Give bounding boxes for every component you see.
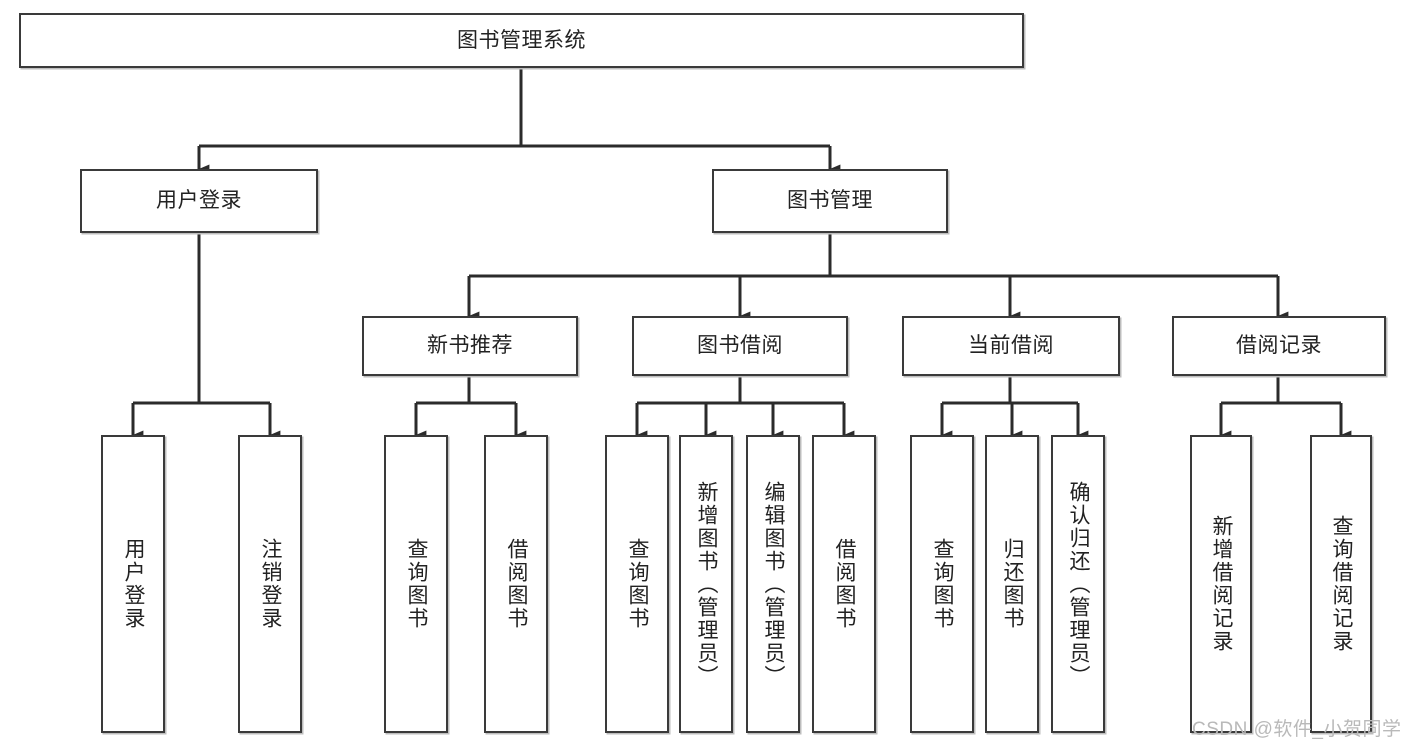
node-new-book-rec[interactable]: 新书推荐 — [362, 316, 578, 376]
node-label: 借阅图书 — [833, 538, 857, 630]
node-label: 图书管理系统 — [457, 28, 586, 52]
node-leaf-query-book-1[interactable]: 查询图书 — [384, 435, 448, 733]
node-label: 注销登录 — [259, 538, 283, 630]
node-leaf-return-book[interactable]: 归还图书 — [985, 435, 1039, 733]
node-current-borrow[interactable]: 当前借阅 — [902, 316, 1120, 376]
node-user-login[interactable]: 用户登录 — [80, 169, 318, 233]
node-leaf-query-book-3[interactable]: 查询图书 — [910, 435, 974, 733]
node-label: 查询图书 — [626, 538, 650, 630]
node-leaf-user-login[interactable]: 用户登录 — [101, 435, 165, 733]
node-book-manage[interactable]: 图书管理 — [712, 169, 948, 233]
node-leaf-borrow-book-2[interactable]: 借阅图书 — [812, 435, 876, 733]
node-root[interactable]: 图书管理系统 — [19, 13, 1024, 68]
node-label: 图书借阅 — [697, 334, 783, 358]
node-leaf-add-book[interactable]: 新增图书（管理员） — [679, 435, 733, 733]
node-leaf-query-book-2[interactable]: 查询图书 — [605, 435, 669, 733]
node-label: 查询图书 — [931, 538, 955, 630]
node-leaf-edit-book[interactable]: 编辑图书（管理员） — [746, 435, 800, 733]
node-label: 查询借阅记录 — [1330, 515, 1354, 653]
node-label: 用户登录 — [156, 189, 242, 213]
node-label: 编辑图书（管理员） — [762, 480, 786, 688]
csdn-watermark: CSDN @软件_小贺同学 — [1192, 719, 1402, 740]
node-label: 确认归还（管理员） — [1067, 480, 1091, 688]
node-label: 新书推荐 — [427, 334, 513, 358]
node-leaf-borrow-book-1[interactable]: 借阅图书 — [484, 435, 548, 733]
node-book-borrow[interactable]: 图书借阅 — [632, 316, 848, 376]
node-label: 归还图书 — [1001, 538, 1025, 630]
node-leaf-add-record[interactable]: 新增借阅记录 — [1190, 435, 1252, 733]
node-label: 用户登录 — [122, 538, 146, 630]
node-leaf-query-record[interactable]: 查询借阅记录 — [1310, 435, 1372, 733]
node-label: 借阅图书 — [505, 538, 529, 630]
node-label: 查询图书 — [405, 538, 429, 630]
node-borrow-record[interactable]: 借阅记录 — [1172, 316, 1386, 376]
node-label: 新增借阅记录 — [1210, 515, 1234, 653]
node-label: 图书管理 — [787, 189, 873, 213]
node-leaf-confirm-return[interactable]: 确认归还（管理员） — [1051, 435, 1105, 733]
node-label: 当前借阅 — [968, 334, 1054, 358]
node-label: 借阅记录 — [1236, 334, 1322, 358]
node-leaf-logout[interactable]: 注销登录 — [238, 435, 302, 733]
node-label: 新增图书（管理员） — [695, 480, 719, 688]
